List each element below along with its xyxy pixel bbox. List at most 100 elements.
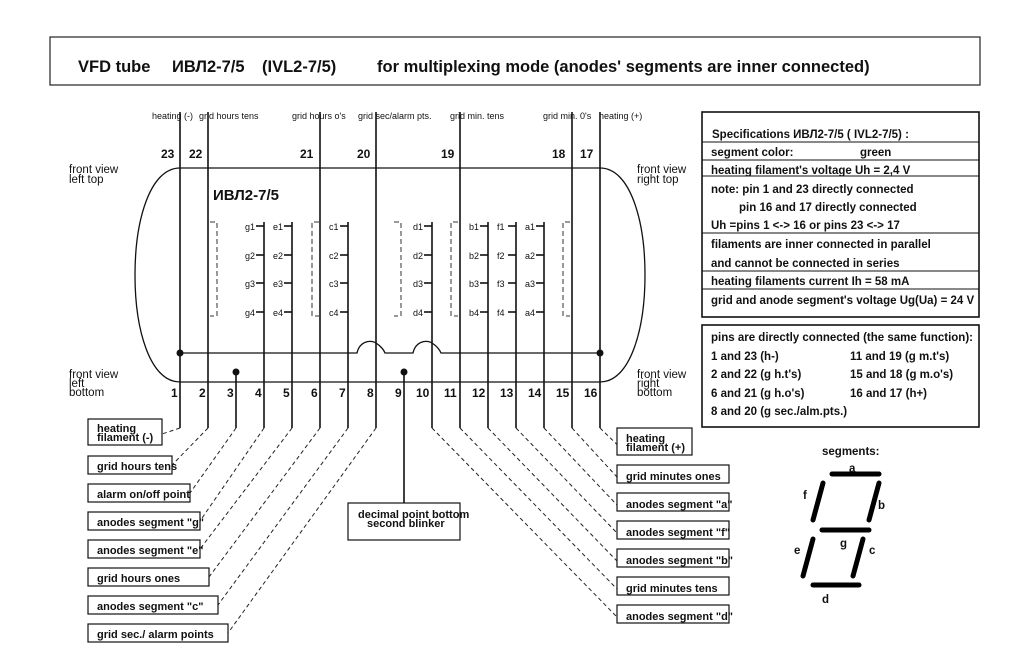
top-pin-functions: heating (-) grid hours tens grid hours o… xyxy=(152,111,642,121)
electrode-label-c3: c3 xyxy=(329,279,339,289)
top-pin-17: 17 xyxy=(580,147,594,161)
electrode-label-f1: f1 xyxy=(497,222,505,232)
specifications-table: Specifications ИВЛ2-7/5 ( IVL2-7/5) : se… xyxy=(701,111,980,318)
label-text: grid hours tens xyxy=(97,461,177,473)
segment-label-b: b xyxy=(878,500,885,512)
electrode-label-d1: d1 xyxy=(413,222,423,232)
spec-note-3: Uh =pins 1 <-> 16 or pins 23 <-> 17 xyxy=(711,220,900,232)
tube-outline xyxy=(134,167,646,383)
electrode-label-f2: f2 xyxy=(497,251,505,261)
label-text: anodes segment "a" xyxy=(626,499,732,511)
label-text: filament (-) xyxy=(97,432,154,444)
left-label-3: alarm on/off point xyxy=(87,483,191,503)
leader-pin-16 xyxy=(599,427,618,445)
bottom-pin-11: 11 xyxy=(444,386,457,400)
top-pin-18: 18 xyxy=(552,147,566,161)
electrode-label-b2: b2 xyxy=(469,251,479,261)
right-label-7: anodes segment "d" xyxy=(616,604,733,624)
leader-pin-2 xyxy=(171,427,209,466)
filament-bus xyxy=(180,340,600,354)
bottom-pin-8: 8 xyxy=(367,386,374,400)
electrode-label-e2: e2 xyxy=(273,251,283,261)
title-description: for multiplexing mode (anodes' segments … xyxy=(377,58,870,76)
label-box xyxy=(87,418,163,446)
connected-left-2: 6 and 21 (g h.o's) xyxy=(711,388,805,400)
bottom-pin-9: 9 xyxy=(395,386,402,400)
left-label-5: anodes segment "e" xyxy=(87,539,203,559)
label-box xyxy=(616,548,730,568)
grid-bracket-1 xyxy=(210,221,218,317)
label-box xyxy=(87,623,229,643)
label-box xyxy=(87,511,201,531)
left-label-8: grid sec./ alarm points xyxy=(87,623,229,643)
center-label-box xyxy=(347,502,461,541)
top-func-17: heating (+) xyxy=(599,111,642,121)
segment-label-a: a xyxy=(849,463,856,475)
center-label-line2: second blinker xyxy=(367,518,445,530)
label-text: anodes segment "f" xyxy=(626,527,730,539)
front-view-left-bottom: front view left bottom xyxy=(69,369,119,399)
electrode-label-b4: b4 xyxy=(469,308,479,318)
svg-text:right: right xyxy=(637,378,660,390)
label-text: grid hours ones xyxy=(97,573,180,585)
segment-label-e: e xyxy=(794,545,800,557)
connected-header: pins are directly connected (the same fu… xyxy=(711,332,973,344)
segment-label-f: f xyxy=(803,490,807,502)
spec-grid-voltage: grid and anode segment's voltage Ug(Ua) … xyxy=(711,295,974,307)
segment-e xyxy=(800,536,816,579)
leader-pin-4 xyxy=(199,427,265,522)
leader-pin-3 xyxy=(189,427,237,494)
bottom-pin-5: 5 xyxy=(283,386,290,400)
electrode-label-g4: g4 xyxy=(245,308,255,318)
leader-pin-8 xyxy=(227,427,377,634)
label-text: heating xyxy=(626,433,665,445)
bottom-pin-3: 3 xyxy=(227,386,234,400)
leader-pin-6 xyxy=(208,427,321,578)
label-box xyxy=(616,576,730,596)
label-text: filament (+) xyxy=(626,442,685,454)
electrode-label-c4: c4 xyxy=(329,308,339,318)
segment-b xyxy=(866,480,882,523)
title-frame xyxy=(49,36,981,86)
electrode-label-d3: d3 xyxy=(413,279,423,289)
label-box xyxy=(87,483,191,503)
right-label-6: grid minutes tens xyxy=(616,576,730,596)
leader-lines xyxy=(161,427,618,634)
bottom-pin-10: 10 xyxy=(416,386,430,400)
label-text: anodes segment "e" xyxy=(97,545,203,557)
label-box xyxy=(616,464,730,484)
grid-bracket-2 xyxy=(311,221,319,317)
right-label-4: anodes segment "f" xyxy=(616,520,730,540)
segment-label-c: c xyxy=(869,545,876,557)
electrode-label-a4: a4 xyxy=(525,308,535,318)
leader-pin-1 xyxy=(161,427,181,435)
segments-legend: segments: a b c d e f g xyxy=(794,446,885,606)
electrode-label-b3: b3 xyxy=(469,279,479,289)
spec-note-2: pin 16 and 17 directly connected xyxy=(739,202,917,214)
label-box xyxy=(616,520,730,540)
label-text: grid minutes ones xyxy=(626,471,721,483)
bottom-pin-16: 16 xyxy=(584,386,598,400)
bottom-pin-4: 4 xyxy=(255,386,262,400)
electrode-label-c1: c1 xyxy=(329,222,339,232)
top-func-21: grid hours o's xyxy=(292,111,346,121)
electrode-label-b1: b1 xyxy=(469,222,479,232)
label-box xyxy=(87,567,210,587)
junction-dot-pin16 xyxy=(596,349,604,357)
connected-pins-table: pins are directly connected (the same fu… xyxy=(701,324,980,428)
svg-text:front view: front view xyxy=(637,164,687,176)
left-label-2: grid hours tens xyxy=(87,455,177,475)
title-model-cyrillic: ИВЛ2-7/5 xyxy=(172,58,245,76)
top-func-18: grid min. 0's xyxy=(543,111,592,121)
grid-bracket-4 xyxy=(450,221,458,317)
right-label-3: anodes segment "a" xyxy=(616,492,732,512)
connected-right-1: 15 and 18 (g m.o's) xyxy=(850,369,953,381)
leader-pin-10 xyxy=(431,427,618,618)
junction-dot-pin3 xyxy=(232,368,240,376)
svg-text:right top: right top xyxy=(637,174,679,186)
leader-pin-12 xyxy=(487,427,618,562)
svg-text:front view: front view xyxy=(69,164,119,176)
electrode-label-f4: f4 xyxy=(497,308,505,318)
top-pin-22: 22 xyxy=(189,147,203,161)
connected-right-0: 11 and 19 (g m.t's) xyxy=(850,351,949,363)
